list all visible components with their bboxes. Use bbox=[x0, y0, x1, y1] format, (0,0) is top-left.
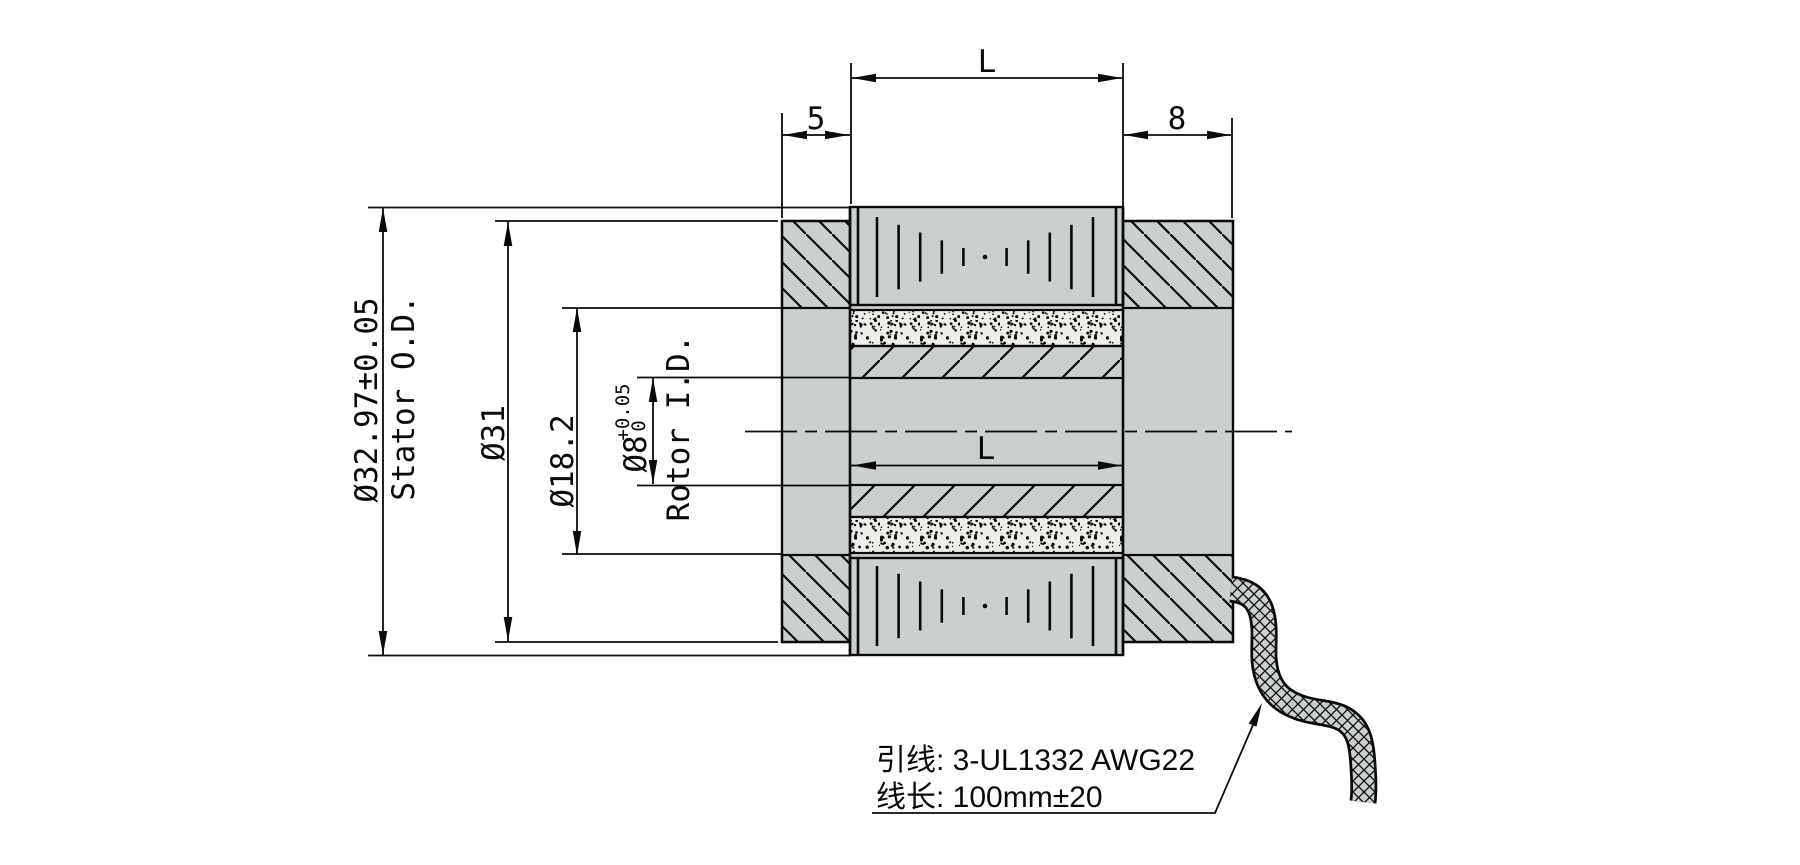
coil-length-top-value: L bbox=[978, 44, 997, 80]
rotor-core-band-top bbox=[850, 346, 1123, 378]
rotor-core-band-bottom bbox=[850, 485, 1123, 517]
right-flange-section-top bbox=[1123, 221, 1233, 308]
left-flange-section-top bbox=[782, 221, 850, 308]
dimension-stator-od: Ø32.97±0.05 Stator O.D. bbox=[349, 208, 422, 656]
right-flange-section-bottom bbox=[1123, 555, 1233, 642]
magnet-band-top bbox=[850, 310, 1123, 346]
lamination-od-value: Ø31 bbox=[476, 405, 512, 461]
right-overhang-value: 8 bbox=[1168, 101, 1187, 137]
rotor-bore-label: Rotor I.D. bbox=[661, 335, 697, 522]
stator-od-value: Ø32.97±0.05 bbox=[349, 297, 385, 502]
dimension-right-overhang: 8 bbox=[1123, 101, 1232, 139]
stack-length-mid-value: L bbox=[977, 431, 996, 467]
rotor-od-value: Ø18.2 bbox=[545, 414, 581, 507]
lead-wire-cable bbox=[1231, 589, 1364, 802]
note-line-1: 引线: 3-UL1332 AWG22 bbox=[876, 744, 1195, 777]
note-line-2: 线长: 100mm±20 bbox=[876, 781, 1103, 814]
left-overhang-value: 5 bbox=[807, 101, 826, 137]
rotor-bore-tolerance-lower: 0 bbox=[628, 420, 650, 431]
note-leader-arrowhead bbox=[1249, 703, 1262, 727]
left-flange-section-bottom bbox=[782, 555, 850, 642]
lead-wire-note: 引线: 3-UL1332 AWG22 线长: 100mm±20 bbox=[872, 703, 1262, 814]
dimension-coil-length-top: L bbox=[851, 44, 1123, 82]
dimension-lamination-od: Ø31 bbox=[476, 221, 512, 642]
dimension-left-overhang: 5 bbox=[782, 101, 850, 139]
magnet-band-bottom bbox=[850, 517, 1123, 553]
stator-od-label: Stator O.D. bbox=[386, 295, 422, 500]
dimension-rotor-bore: Ø8 +0.05 0 Rotor I.D. bbox=[612, 335, 697, 522]
dimension-rotor-od: Ø18.2 bbox=[545, 308, 581, 555]
